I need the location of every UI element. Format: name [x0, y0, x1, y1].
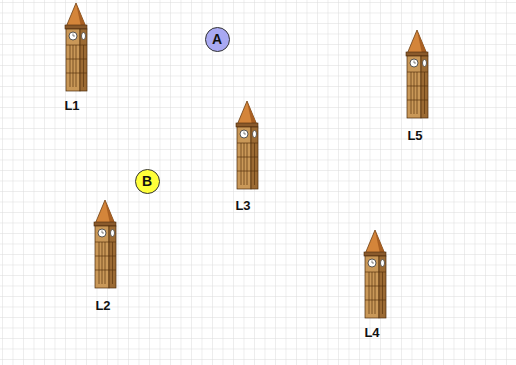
tower-icon	[236, 101, 258, 189]
tower-label: L3	[235, 199, 250, 212]
tower-label: L1	[64, 99, 79, 112]
point-letter: A	[212, 32, 222, 46]
tower-icon	[94, 200, 116, 288]
point-marker: A	[205, 27, 230, 52]
tower-icon	[65, 3, 87, 91]
tower-label: L5	[407, 129, 422, 142]
point-marker: B	[135, 169, 160, 194]
tower-icon	[406, 30, 428, 118]
circle-shape	[135, 169, 159, 193]
point-letter: B	[142, 174, 152, 188]
tower-icon	[364, 230, 386, 318]
tower-label: L4	[364, 326, 379, 339]
circle-shape	[205, 27, 229, 51]
tower-label: L2	[95, 299, 110, 312]
